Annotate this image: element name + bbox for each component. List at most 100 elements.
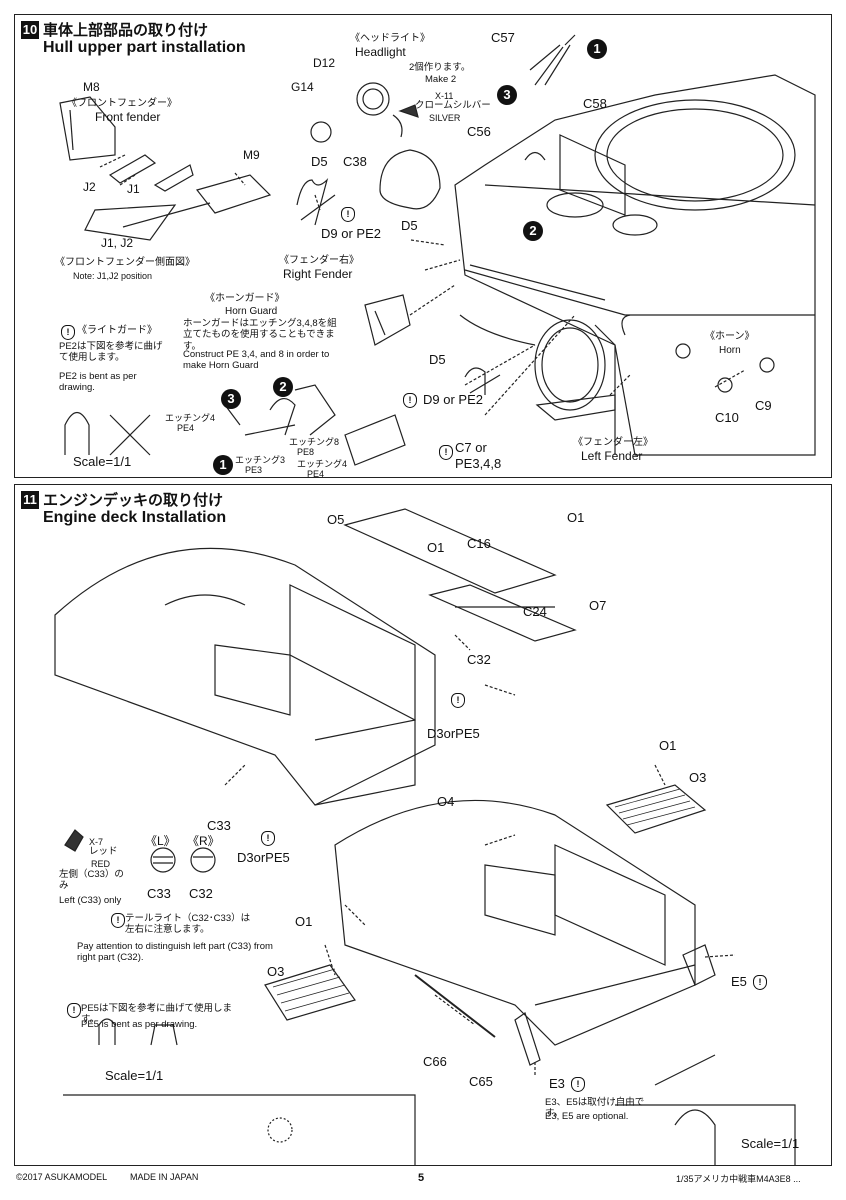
part-d5-c: D5 — [429, 352, 446, 367]
right-fender-en: Right Fender — [283, 267, 353, 281]
paint-en: RED — [91, 859, 111, 869]
make2-jp: 2個作ります。 — [409, 62, 471, 73]
pe4b-label: PE4 — [307, 469, 325, 479]
headlight-en: Headlight — [355, 45, 406, 59]
part-c32-a: C32 — [467, 652, 491, 667]
part-j2: J2 — [83, 180, 96, 194]
optional-icon: ! — [261, 831, 275, 846]
left-fender-en: Left Fender — [581, 449, 643, 463]
headlight-jp: 《ヘッドライト》 — [350, 33, 430, 44]
part-o1-b: O1 — [427, 540, 445, 555]
order-marker-3: 3 — [497, 85, 517, 105]
c33-only-en: Left (C33) only — [59, 895, 122, 906]
scale-label-a: Scale=1/1 — [105, 1068, 164, 1083]
pe5-note-en: PE5 is bent as per drawing. — [81, 1019, 198, 1030]
part-c66: C66 — [423, 1054, 447, 1069]
footer-copyright: ©2017 ASUKAMODEL — [16, 1172, 108, 1182]
tail-note-jp: テールライト（C32･C33）は左右に注意します。 — [125, 913, 251, 936]
pe5-note-jp: PE5は下図を参考に曲げて使用します。 — [81, 1003, 232, 1026]
pe8-label: PE8 — [297, 447, 315, 457]
part-m8: M8 — [83, 80, 100, 94]
paint-jp: クロームシルバー — [415, 100, 491, 111]
footer-made-in: MADE IN JAPAN — [130, 1172, 199, 1182]
engine-deck-diagram — [54, 508, 796, 1165]
make2-en: Make 2 — [425, 74, 457, 85]
part-o1-a: O1 — [567, 510, 585, 525]
part-c38: C38 — [343, 154, 367, 169]
step-title-jp: 車体上部部品の取り付け — [43, 22, 209, 39]
paint-code: X-7 — [89, 837, 104, 847]
taillight-c32: C32 — [189, 886, 213, 901]
pe2-note-jp: PE2は下図を参考に曲げて使用します。 — [59, 341, 163, 364]
pe3-label: PE3 — [245, 465, 263, 475]
part-c57: C57 — [491, 30, 515, 45]
pe4-label: PE4 — [177, 423, 195, 433]
part-o3-a: O3 — [689, 770, 707, 785]
optional-icon: ! — [111, 913, 125, 928]
part-o4: O4 — [437, 794, 455, 809]
part-d3pe5-a: D3orPE5 — [427, 726, 480, 741]
part-c56: C56 — [467, 124, 491, 139]
optional-icon: ! — [571, 1077, 585, 1092]
left-fender-jp: 《フェンダー左》 — [573, 437, 653, 448]
front-fender-jp: 《フロントフェンダー》 — [67, 98, 177, 109]
etch4b-jp: エッチング4 — [297, 459, 348, 469]
step-title-jp: エンジンデッキの取り付け — [43, 492, 224, 509]
order-marker-1: 1 — [213, 455, 233, 475]
paint-code: X-11 — [435, 91, 454, 101]
part-o7: O7 — [589, 598, 607, 613]
front-fender-en: Front fender — [95, 110, 161, 124]
part-j1j2: J1, J2 — [101, 236, 134, 250]
paint-jp: レッド — [89, 846, 118, 857]
horn-guard-jp: 《ホーンガード》 — [205, 293, 285, 304]
part-c33-a: C33 — [207, 818, 231, 833]
optional-icon: ! — [451, 693, 465, 708]
horn-guard-note-en: Construct PE 3,4, and 8 in order to make… — [183, 349, 330, 372]
order-marker-1: 1 — [587, 39, 607, 59]
optional-icon: ! — [403, 393, 417, 408]
right-fender-jp: 《フェンダー右》 — [279, 255, 359, 266]
part-c58: C58 — [583, 96, 607, 111]
part-c65: C65 — [469, 1074, 493, 1089]
optional-icon: ! — [67, 1003, 81, 1018]
order-marker-3: 3 — [221, 389, 241, 409]
fender-side-note: Note: J1,J2 position — [73, 271, 153, 281]
part-o1-d: O1 — [295, 914, 313, 929]
step-11-panel: 11 エンジンデッキの取り付け Engine deck Installation — [14, 484, 832, 1166]
taillight-c33: C33 — [147, 886, 171, 901]
order-marker-2: 2 — [523, 221, 543, 241]
etch3-jp: エッチング3 — [235, 455, 286, 465]
part-j1: J1 — [127, 182, 140, 196]
right-label: 《R》 — [187, 834, 220, 848]
part-d5-b: D5 — [401, 218, 418, 233]
part-m9: M9 — [243, 148, 260, 162]
hull-upper-diagram — [59, 34, 816, 466]
order-marker-2: 2 — [273, 377, 293, 397]
tail-note-en: Pay attention to distinguish left part (… — [77, 941, 273, 964]
pe2-note-en: PE2 is bent as per drawing. — [59, 371, 137, 394]
part-o1-c: O1 — [659, 738, 677, 753]
fender-side-jp: 《フロントフェンダー側面図》 — [55, 257, 195, 268]
step-number: 10 — [21, 21, 39, 39]
part-o3-b: O3 — [267, 964, 285, 979]
step-number: 11 — [21, 491, 39, 509]
part-d3pe5-b: D3orPE5 — [237, 850, 290, 865]
paint-en: SILVER — [429, 113, 461, 123]
part-d5-a: D5 — [311, 154, 328, 169]
light-guard-jp: 《ライトガード》 — [77, 325, 157, 336]
etch8-jp: エッチング8 — [289, 437, 340, 447]
optional-icon: ! — [439, 445, 453, 460]
c33-only-jp: 左側（C33）のみ — [59, 869, 124, 892]
optional-icon: ! — [753, 975, 767, 990]
part-c10: C10 — [715, 410, 739, 425]
horn-guard-note-jp: ホーンガードはエッチング3,4,8を組立てたものを使用することもできます。 — [183, 318, 337, 352]
step-title-en: Engine deck Installation — [43, 509, 227, 526]
horn-en: Horn — [719, 345, 741, 356]
etch4-jp: エッチング4 — [165, 413, 216, 423]
scale-label: Scale=1/1 — [73, 454, 132, 469]
part-c7: C7 or — [455, 440, 487, 455]
e3e5-note-en: E3, E5 are optional. — [545, 1111, 629, 1122]
step-title-en: Hull upper part installation — [43, 39, 246, 56]
left-label: 《L》 — [145, 834, 176, 848]
horn-guard-en: Horn Guard — [225, 306, 278, 317]
